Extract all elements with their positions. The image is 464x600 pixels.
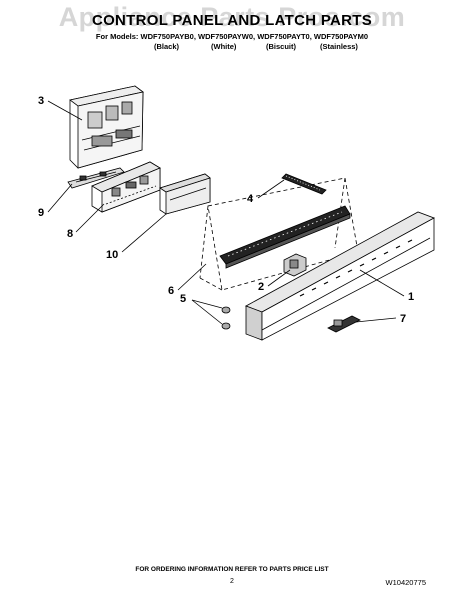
ordering-footer: FOR ORDERING INFORMATION REFER TO PARTS … (135, 566, 329, 573)
callout-8: 8 (67, 228, 73, 240)
color-biscuit: (Biscuit) (266, 42, 296, 51)
model-list: For Models: WDF750PAYB0, WDF750PAYW0, WD… (95, 32, 369, 41)
screws (221, 306, 231, 330)
console-panel (245, 211, 435, 341)
leader-lines (47, 100, 405, 325)
watermark: Appliance Parts Pros.com (58, 2, 406, 32)
callout-5: 5 (180, 293, 186, 305)
control-housing (69, 85, 144, 169)
page-title: CONTROL PANEL AND LATCH PARTS (91, 12, 373, 29)
color-black: (Black) (154, 42, 180, 51)
callout-2: 2 (258, 281, 264, 293)
document-number: W10420775 (385, 578, 426, 587)
callout-1: 1 (408, 291, 414, 303)
color-stainless: (Stainless) (320, 42, 358, 51)
handle-latch (327, 315, 361, 333)
color-white: (White) (211, 42, 237, 51)
page-number: 2 (230, 578, 234, 585)
callout-9: 9 (38, 207, 44, 219)
callout-4: 4 (247, 193, 254, 205)
callout-6: 6 (168, 285, 174, 297)
callout-7: 7 (400, 313, 406, 325)
callout-3: 3 (38, 95, 44, 107)
electronic-control (91, 161, 161, 213)
latch (283, 253, 307, 277)
keypad-strip (281, 173, 327, 195)
callout-10: 10 (106, 249, 118, 261)
bracket (159, 173, 211, 215)
user-interface-board (219, 205, 351, 269)
